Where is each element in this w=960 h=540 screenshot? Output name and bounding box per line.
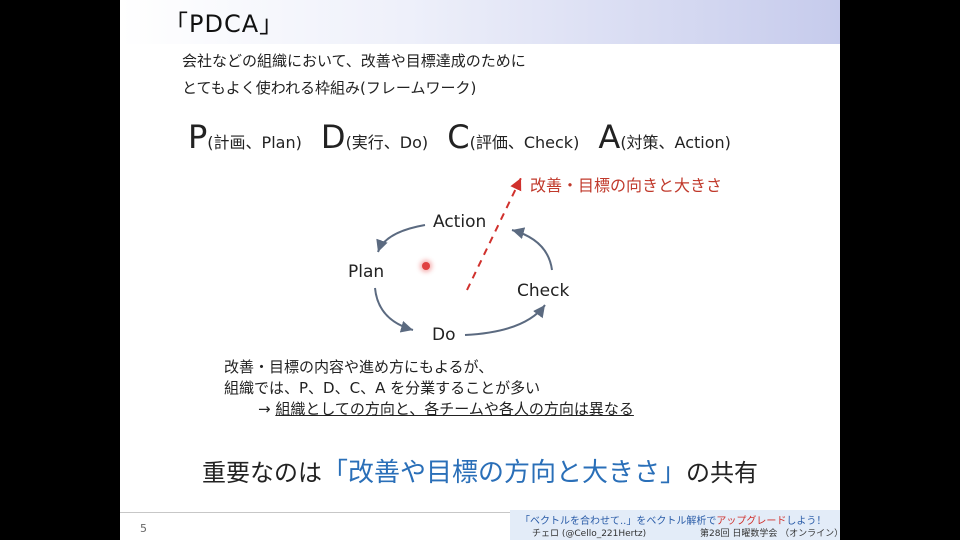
right-arrow-icon: → [258,400,271,418]
key-message-highlight: 「改善や目標の方向と大きさ」 [322,458,687,488]
pdca-definitions: P(計画、Plan) D(実行、Do) C(評価、Check) A(対策、Act… [188,118,745,156]
page-number: 5 [140,522,147,535]
pdca-do: D(実行、Do) [321,118,428,156]
cycle-label-plan: Plan [348,262,385,282]
footer-author: チェロ (@Cello_221Hertz) [532,529,647,539]
footer-event: 第28回 日曜数学会 （オンライン） [700,529,840,539]
title-band [120,0,840,44]
footer-banner: 「ベクトルを合わせて..」をベクトル解析でアップグレードしよう！ チェロ (@C… [510,510,840,540]
note-line-2: 組織では、P、D、C、A を分業することが多い [224,379,541,397]
pdca-desc: (実行、Do) [345,133,429,152]
intro-line-1: 会社などの組織において、改善や目標達成のために [182,52,526,70]
pdca-desc: (対策、Action) [620,133,731,152]
notes-block: 改善・目標の内容や進め方にもよるが、 組織では、P、D、C、A を分業することが… [224,357,634,420]
pdca-letter: C [447,118,470,156]
key-message: 重要なのは「改善や目標の方向と大きさ」の共有 [202,452,758,489]
cycle-arrow-plan-to-do [374,287,414,333]
footer-title-part-2: アップグレード [716,516,787,527]
footer-title-part-1: 「ベクトルを合わせて..」をベクトル解析で [520,516,717,527]
pdca-letter: D [320,118,346,156]
cycle-label-action: Action [433,212,487,232]
laser-pointer [422,262,430,270]
intro-text: 会社などの組織において、改善や目標達成のために とてもよく使われる枠組み(フレー… [182,48,526,102]
footer-title-part-3: しよう！ [786,516,827,527]
intro-line-2: とてもよく使われる枠組み(フレームワーク) [182,79,477,97]
key-message-suffix: の共有 [686,459,759,487]
cycle-arrow-action-to-plan [376,224,426,253]
footer-title: 「ベクトルを合わせて..」をベクトル解析でアップグレードしよう！ [520,512,826,527]
cycle-label-do: Do [432,325,456,345]
slide-title: 「PDCA」 [164,10,285,38]
improvement-direction-arrow [466,177,522,291]
slide: 「PDCA」 会社などの組織において、改善や目標達成のために とてもよく使われる… [120,0,840,540]
pdca-desc: (計画、Plan) [207,133,302,152]
pdca-letter: A [598,118,621,156]
note-line-3: → 組織としての方向と、各チームや各人の方向は異なる [224,399,634,420]
note-conclusion: 組織としての方向と、各チームや各人の方向は異なる [275,400,634,418]
note-line-1: 改善・目標の内容や進め方にもよるが、 [224,358,494,376]
cycle-arrow-do-to-check [464,304,546,336]
improvement-direction-label: 改善・目標の向きと大きさ [530,176,723,195]
cycle-arrow-check-to-action [511,227,553,271]
pdca-check: C(評価、Check) [447,118,579,156]
pdca-plan: P(計画、Plan) [188,118,302,156]
pdca-desc: (評価、Check) [469,133,580,152]
pdca-cycle-diagram [374,177,553,336]
cycle-label-check: Check [517,281,570,301]
pdca-letter: P [188,118,208,156]
pdca-action: A(対策、Action) [598,118,731,156]
footer-divider [120,512,840,513]
key-message-prefix: 重要なのは [202,459,322,487]
